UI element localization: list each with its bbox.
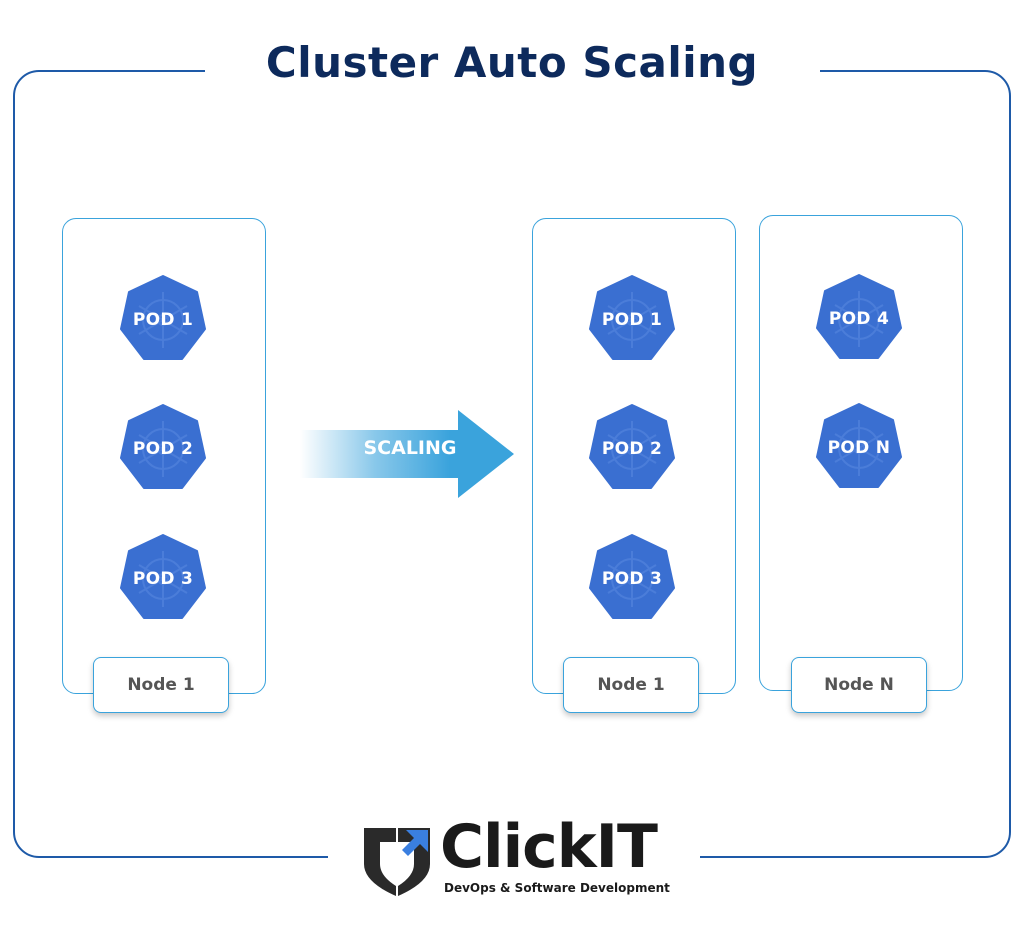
pod-before-2: POD 2 [117,403,209,495]
pod-label: POD N [827,438,891,458]
pod-after-n: POD N [813,402,905,494]
pod-before-1: POD 1 [117,274,209,366]
after-node-1-label: Node 1 [563,657,699,713]
diagram-title: Cluster Auto Scaling [265,38,759,87]
scaling-label: SCALING [363,437,457,459]
pod-label: POD 2 [601,439,663,459]
after-node-n-label: Node N [791,657,927,713]
pod-label: POD 4 [828,309,890,329]
before-node-1-label: Node 1 [93,657,229,713]
pod-after-3: POD 3 [586,533,678,625]
pod-label: POD 1 [601,310,663,330]
scaling-arrow-icon [300,410,514,498]
pod-label: POD 3 [601,569,663,589]
pod-after-2: POD 2 [586,403,678,495]
pod-label: POD 3 [132,569,194,589]
frame-gap-top [205,58,820,84]
pod-label: POD 2 [132,439,194,459]
pod-label: POD 1 [132,310,194,330]
pod-before-3: POD 3 [117,533,209,625]
logo-wordmark: ClickIT [440,812,658,882]
pod-after-1: POD 1 [586,274,678,366]
pod-after-4: POD 4 [813,273,905,365]
logo-tagline: DevOps & Software Development [444,881,670,895]
clickit-logo-icon [364,828,430,896]
